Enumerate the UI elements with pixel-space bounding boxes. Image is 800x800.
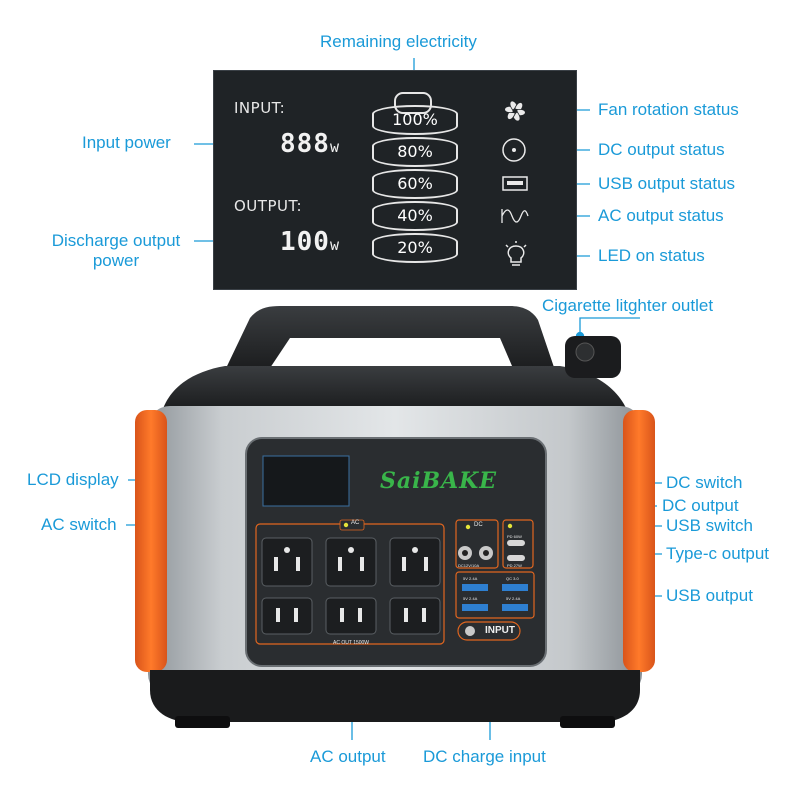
battery-level-60: 60% — [372, 169, 458, 199]
battery-level-40: 40% — [372, 201, 458, 231]
lcd-display-label: LCD display — [27, 470, 119, 489]
cigarette-outlet-label: Cigarette litghter outlet — [542, 296, 714, 315]
usb-port-label: 5V 2.4A — [463, 596, 478, 601]
usb-switch-label: USB switch — [666, 516, 753, 535]
dc-output-status-label: DC output status — [598, 140, 725, 159]
battery-level-80: 80% — [372, 137, 458, 167]
battery-level-20: 20% — [372, 233, 458, 263]
pd-port-label: PD 27W — [507, 563, 522, 568]
battery-level-label: 100% — [392, 110, 438, 129]
remaining-electricity-label: Remaining electricity — [320, 32, 477, 51]
dc-port-label: DC12V/10A — [458, 563, 480, 568]
usb-port-label: QC 3.0 — [506, 576, 519, 581]
usb-port-label: 5V 2.4A — [506, 596, 521, 601]
lcd-input-unit: w — [329, 138, 340, 156]
dc-output-icon — [502, 138, 526, 162]
battery-level-label: 40% — [397, 206, 433, 225]
typec-output-label: Type-c output — [666, 544, 770, 563]
lcd-output-number: 100 — [280, 227, 330, 257]
ac-output-status-label: AC output status — [598, 206, 724, 225]
lcd-input-value: 888w — [280, 129, 340, 159]
battery-icon: 100% 80% 60% 40% 20% — [372, 105, 458, 275]
led-bulb-icon — [505, 241, 527, 266]
lcd-output-value: 100w — [280, 227, 340, 257]
lcd-input-label: INPUT: — [234, 99, 286, 117]
battery-level-label: 80% — [397, 142, 433, 161]
usb-output-status-label: USB output status — [598, 174, 736, 193]
fan-icon — [505, 101, 525, 121]
ac-output-label: AC output — [310, 747, 386, 766]
usb-port-label: 5V 2.4A — [463, 576, 478, 581]
ac-wave-icon — [501, 209, 529, 223]
dc-tag: DC — [474, 522, 483, 528]
discharge-output-label: Discharge output power — [36, 231, 196, 271]
fan-rotation-status-label: Fan rotation status — [598, 100, 739, 119]
lcd-input-number: 888 — [280, 129, 330, 159]
input-power-label: Input power — [82, 133, 171, 152]
discharge-output-label-line1: Discharge output — [51, 231, 181, 250]
dc-charge-input-label: DC charge input — [423, 747, 546, 766]
ac-outlet-label: AC OUT 1500W — [333, 640, 370, 646]
discharge-output-label-line2: power — [92, 251, 140, 270]
ac-switch-label: AC switch — [41, 515, 117, 534]
dc-switch-label: DC switch — [666, 473, 743, 492]
battery-level-label: 20% — [397, 238, 433, 257]
lcd-output-label: OUTPUT: — [234, 197, 303, 215]
brand-logo: SaiBAKE — [380, 468, 498, 494]
dc-output-label: DC output — [662, 496, 739, 515]
usb-output-icon — [502, 176, 528, 191]
pd-port-label: PD 60W — [507, 534, 522, 539]
led-on-status-label: LED on status — [598, 246, 705, 265]
battery-level-100: 100% — [372, 105, 458, 135]
lcd-output-unit: w — [329, 236, 340, 254]
usb-output-label: USB output — [666, 586, 753, 605]
ac-tag: AC — [351, 520, 360, 526]
input-button-label: INPUT — [485, 625, 515, 636]
battery-level-label: 60% — [397, 174, 433, 193]
